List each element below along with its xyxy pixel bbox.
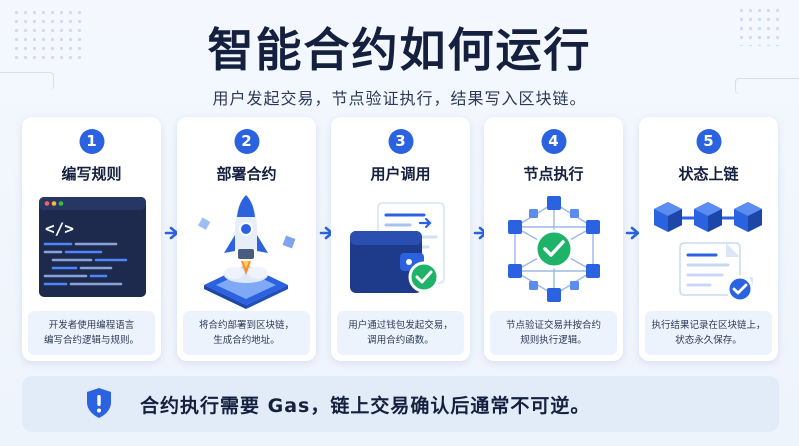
step-number-badge: 3 [388,129,413,154]
desc-line: 节点验证交易并按合约 [505,320,601,331]
step-description: 开发者使用编程语言 编写合约逻辑与规则。 [28,311,155,355]
step-number-badge: 2 [234,129,259,154]
desc-line: 开发者使用编程语言 [48,320,135,331]
step-description: 执行结果记录在区块链上， 状态永久保存。 [645,311,772,355]
decorative-line-right [735,78,799,94]
step-card-1: 1 编写规则 </> 开发者使用编程语言 [22,117,161,361]
step-description: 用户通过钱包发起交易， 调用合约函数。 [337,311,464,355]
step-card-2: 2 部署合约 将 [177,117,316,361]
wallet-icon [340,189,461,309]
desc-line: 编写合约逻辑与规则。 [43,335,139,346]
decorative-line-left [0,72,54,90]
shield-alert-icon [87,388,111,418]
step-title: 节点执行 [523,165,584,183]
step-card-3: 3 用户调用 用户通过钱包发起交易， 调用合约函数。 [331,117,470,361]
footer-text: 合约执行需要 Gas，链上交易确认后通常不可逆。 [140,395,591,417]
arrow-right-icon [625,226,640,240]
step-title: 部署合约 [216,165,277,183]
blockchain-record-icon [648,189,769,309]
step-number-badge: 4 [541,129,566,154]
desc-line: 调用合约函数。 [367,335,434,346]
step-title: 用户调用 [370,165,431,183]
step-number-badge: 5 [696,129,721,154]
steps-flow: 1 编写规则 </> 开发者使用编程语言 [22,117,779,361]
desc-line: 用户通过钱包发起交易， [348,320,453,331]
step-card-5: 5 状态上链 [639,117,778,361]
node-network-icon [493,189,614,309]
rocket-icon [186,189,307,309]
footer-note: 合约执行需要 Gas，链上交易确认后通常不可逆。 [22,376,779,432]
step-description: 节点验证交易并按合约 规则执行逻辑。 [490,311,617,355]
desc-line: 执行结果记录在区块链上， [651,320,766,331]
desc-line: 状态永久保存。 [675,335,742,346]
desc-line: 生成合约地址。 [213,335,280,346]
page-title: 智能合约如何运行 [207,23,592,77]
step-title: 状态上链 [678,165,739,183]
page-subtitle: 用户发起交易，节点验证执行，结果写入区块链。 [212,89,587,108]
decorative-dots-left [12,8,82,64]
step-description: 将合约部署到区块链， 生成合约地址。 [183,311,310,355]
code-editor-icon: </> [31,189,152,309]
code-tag-text: </> [45,219,74,238]
step-number-badge: 1 [79,129,104,154]
desc-line: 规则执行逻辑。 [520,335,587,346]
step-card-4: 4 节点执行 [484,117,623,361]
decorative-dots-right [737,6,785,46]
step-title: 编写规则 [61,165,122,183]
desc-line: 将合约部署到区块链， [198,320,294,331]
